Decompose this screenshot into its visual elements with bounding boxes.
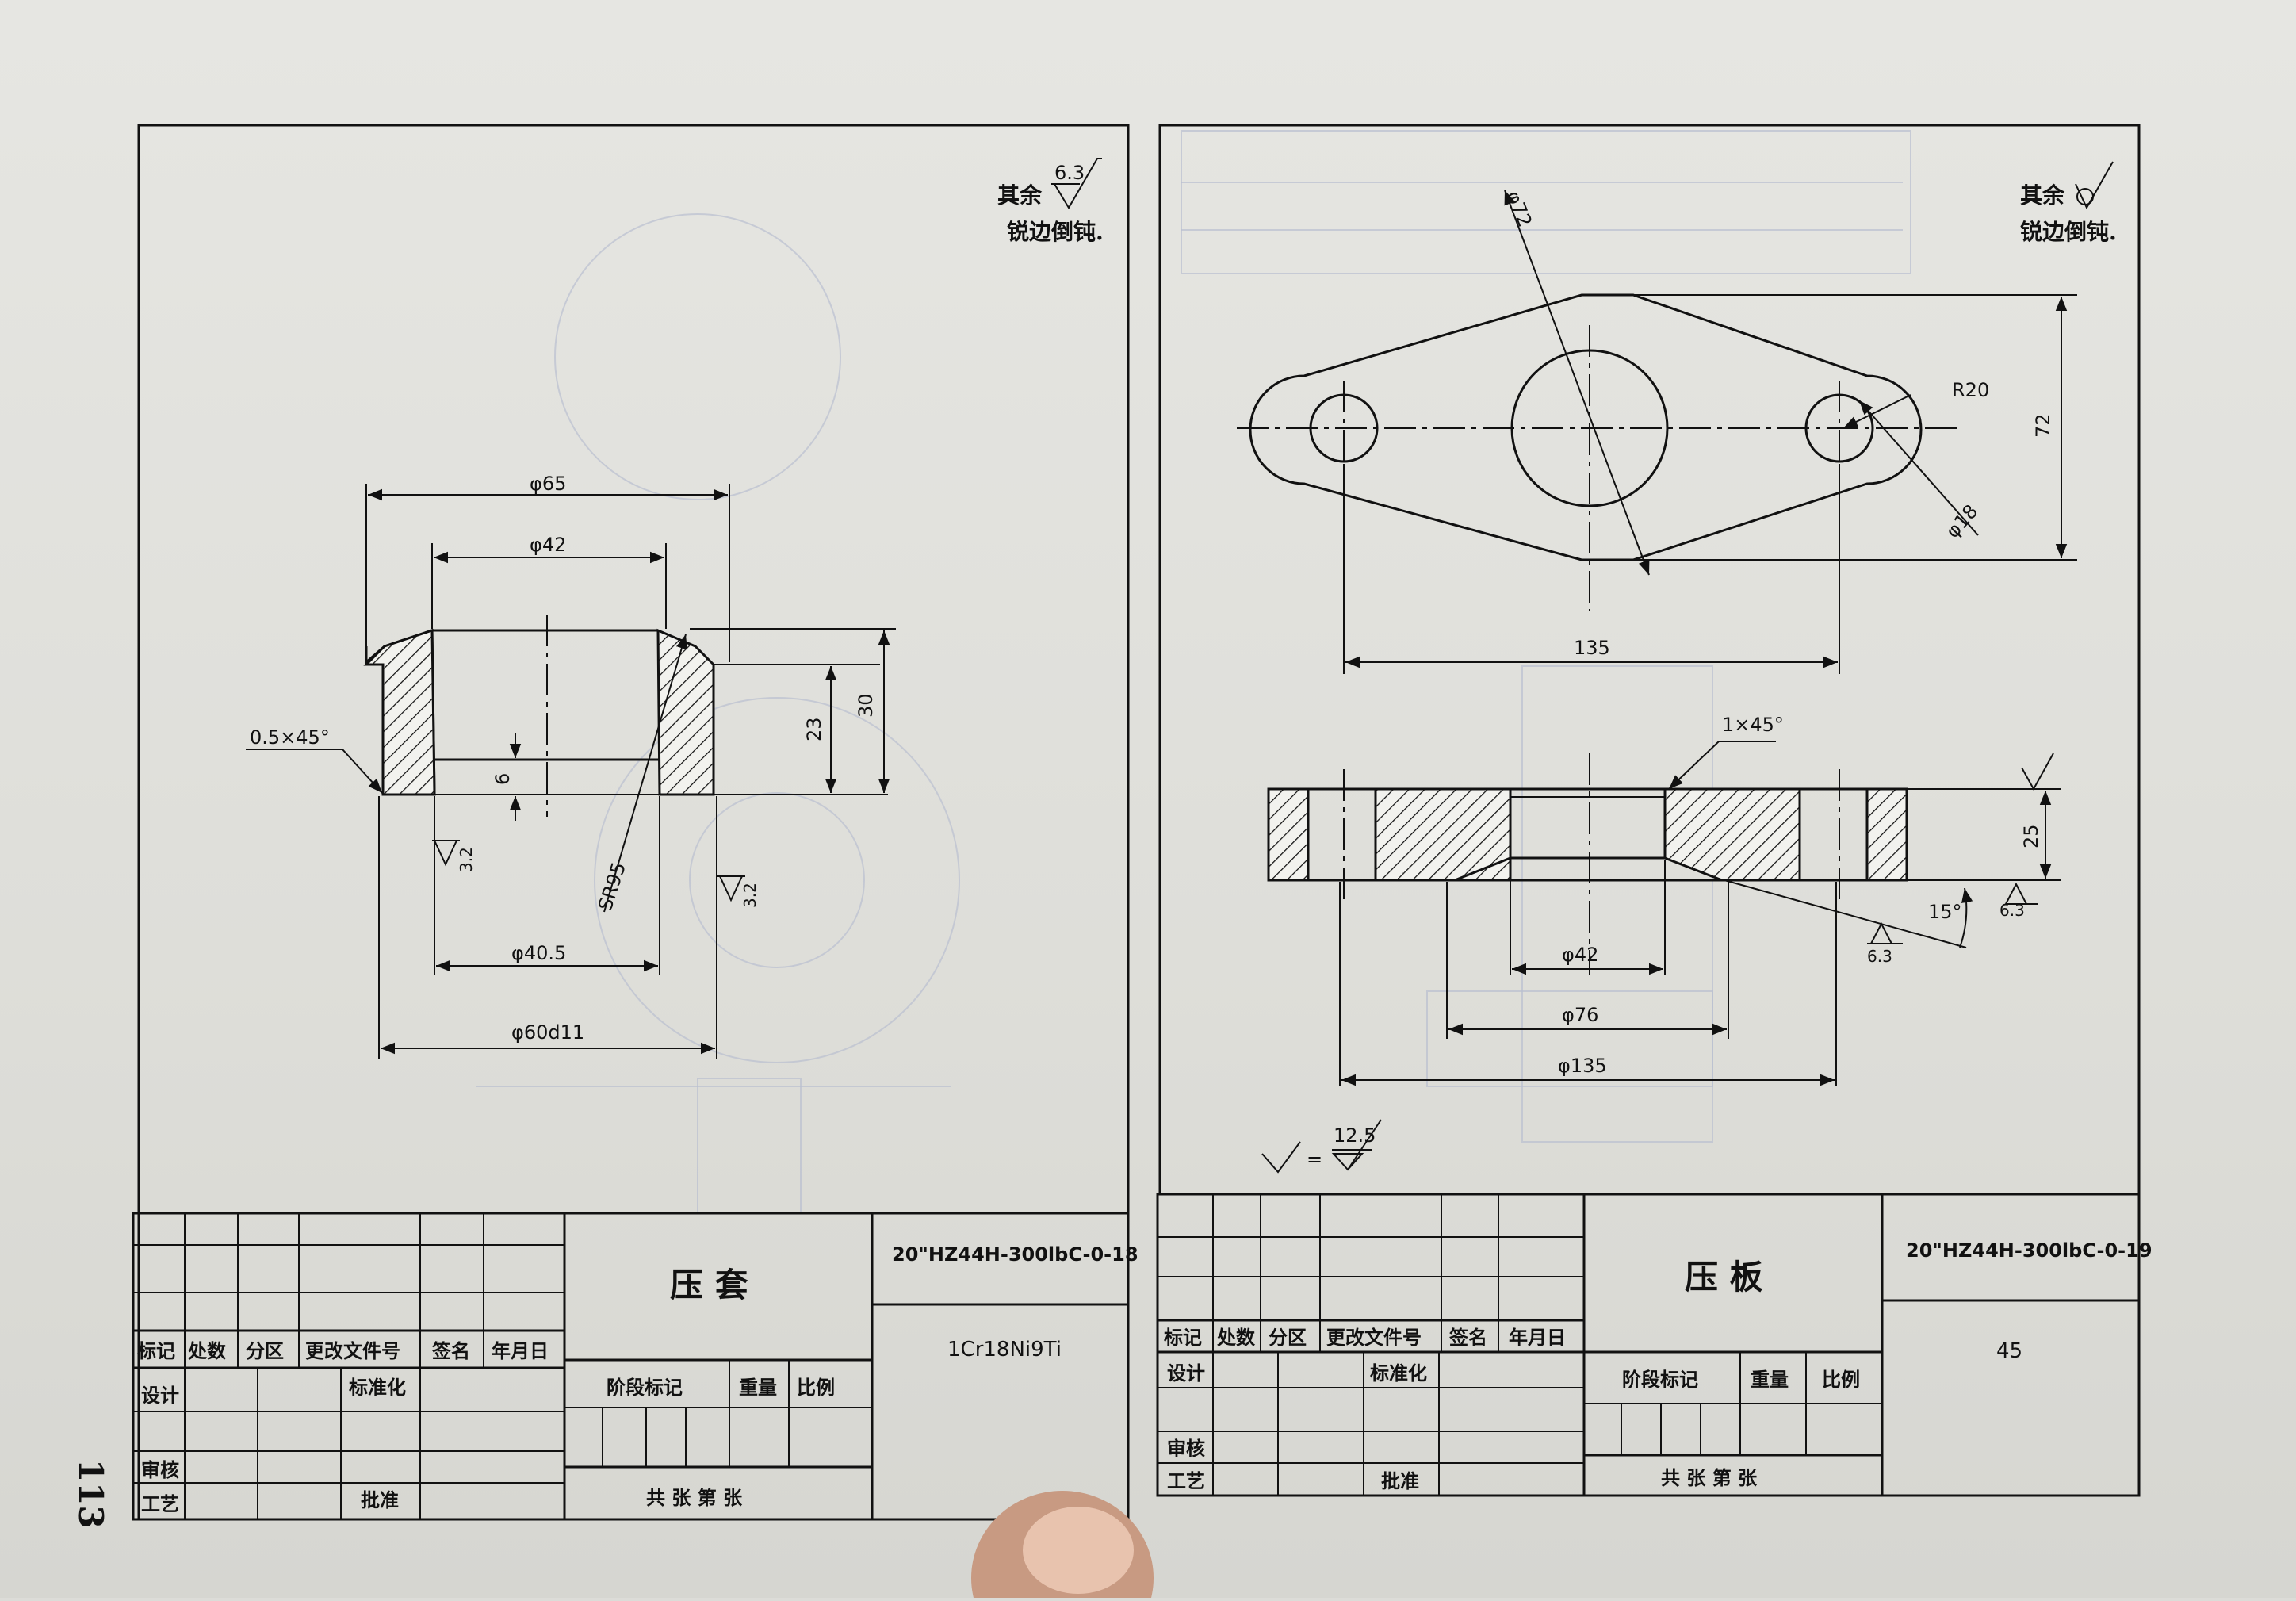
col-change-doc: 更改文件号 (305, 1339, 400, 1362)
weight-r: 重量 (1751, 1368, 1789, 1391)
note-chamfer-right: 锐边倒钝. (2020, 219, 2117, 245)
page-number: 113 (71, 1459, 110, 1529)
dim-chamfer-right: 1×45° (1722, 714, 1784, 736)
left-show-through (476, 213, 960, 1214)
weight: 重量 (739, 1376, 777, 1399)
row-check-r: 审核 (1167, 1437, 1205, 1460)
row-approve: 批准 (361, 1488, 399, 1511)
left-title-block: 压 套 20"HZ44H-300lbC-0-18 1Cr18Ni9Ti 标记 处… (132, 1212, 1138, 1521)
dim-d65: φ65 (530, 473, 566, 495)
scale: 比例 (797, 1376, 835, 1399)
thumb (971, 1491, 1154, 1601)
dim-chamfer-left: 0.5×45° (250, 726, 330, 749)
dim-sr95: SR95 (594, 860, 630, 913)
material-right: 45 (1996, 1339, 2022, 1363)
plate-top-view (1237, 293, 1958, 611)
left-sheet-border (137, 124, 1130, 1521)
ra-left: 3.2 (457, 847, 476, 872)
roughness-symbol-right (719, 875, 743, 902)
left-sheet: 其余 6.3 锐边倒钝. φ65 φ42 (71, 124, 1138, 1529)
col-mark: 标记 (137, 1339, 175, 1362)
row-process: 工艺 (141, 1492, 179, 1515)
dim-d60d11: φ60d11 (511, 1021, 584, 1044)
dim-d42: φ42 (530, 534, 566, 556)
bushing-right-wall (656, 628, 715, 796)
section-hatch-4 (1866, 787, 1908, 882)
sheets-r: 共 张 第 张 (1661, 1466, 1758, 1489)
plate-outline (1249, 293, 1923, 561)
roughness-equiv-left (1261, 1141, 1301, 1174)
section-hatch-3 (1663, 787, 1801, 882)
equiv-roughness-value: 12.5 (1334, 1124, 1376, 1147)
svg-text:=: = (1307, 1148, 1322, 1170)
dim-l135: 135 (1574, 637, 1610, 659)
right-title-block: 压 板 20"HZ44H-300lbC-0-19 45 标记 处数 分区 更改文… (1158, 1194, 2152, 1496)
dim-d135: φ135 (1558, 1055, 1607, 1077)
bushing-section (363, 615, 888, 817)
row-approve-r: 批准 (1381, 1469, 1419, 1492)
dim-r20: R20 (1952, 379, 1989, 401)
roughness-symbol-left (434, 840, 457, 867)
dim-h30: 30 (855, 693, 877, 718)
right-show-through (1181, 130, 1911, 1143)
section-dimensions: 1×45° 25 15° 6.3 6.3 φ42 φ76 (1261, 714, 2061, 1174)
dim-h25: 25 (2020, 824, 2042, 848)
dim-h6: 6 (492, 773, 514, 785)
roughness-symbol-top (2021, 753, 2054, 791)
stage-mark: 阶段标记 (607, 1376, 683, 1399)
col-sign: 签名 (431, 1339, 470, 1362)
left-roughness-note: 其余 6.3 锐边倒钝. (997, 158, 1104, 245)
dim-d76: φ76 (1562, 1004, 1598, 1026)
dim-d72: φ72 (1502, 188, 1536, 230)
col-date: 年月日 (492, 1339, 549, 1362)
note-chamfer: 锐边倒钝. (1007, 219, 1104, 245)
dim-h23: 23 (803, 717, 825, 741)
dim-d40-5: φ40.5 (511, 942, 566, 964)
scale-r: 比例 (1822, 1368, 1860, 1391)
stage-mark-r: 阶段标记 (1622, 1368, 1698, 1391)
material-left: 1Cr18Ni9Ti (947, 1338, 1062, 1362)
roughness-equiv-right (1331, 1119, 1382, 1171)
sheets: 共 张 第 张 (646, 1486, 743, 1509)
col-count-r: 处数 (1216, 1326, 1256, 1349)
drawing-no-right: 20"HZ44H-300lbC-0-19 (1906, 1239, 2152, 1262)
top-view-dimensions: φ72 R20 φ18 72 135 (1343, 188, 2077, 674)
row-check: 审核 (141, 1458, 179, 1481)
col-date-r: 年月日 (1509, 1326, 1566, 1349)
col-zone: 分区 (246, 1339, 284, 1362)
part-name-left: 压 套 (670, 1266, 748, 1304)
col-count: 处数 (187, 1339, 227, 1362)
row-design-r: 设计 (1167, 1362, 1205, 1385)
row-process-r: 工艺 (1167, 1469, 1205, 1492)
dim-angle-15: 15° (1928, 901, 1962, 923)
note-rest: 其余 (997, 182, 1043, 209)
plate-section-view (1267, 753, 1908, 975)
ra-right-a: 6.3 (1999, 901, 2025, 920)
dim-w72: 72 (2032, 413, 2054, 438)
roughness-value: 6.3 (1054, 162, 1085, 184)
part-name-right: 压 板 (1685, 1258, 1763, 1297)
ra-right-b: 6.3 (1867, 947, 1892, 966)
left-dimensions: φ65 φ42 φ40.5 φ60d11 30 23 6 0.5×45° (246, 473, 896, 1059)
drawing-no-left: 20"HZ44H-300lbC-0-18 (892, 1243, 1138, 1266)
note-rest-right: 其余 (2020, 182, 2065, 209)
row-standard-r: 标准化 (1370, 1362, 1427, 1385)
section-hatch-1 (1267, 787, 1310, 882)
row-design: 设计 (141, 1384, 179, 1407)
col-zone-r: 分区 (1269, 1326, 1307, 1349)
dim-d42-right: φ42 (1562, 944, 1598, 966)
row-standard: 标准化 (349, 1376, 406, 1399)
col-sign-r: 签名 (1448, 1326, 1487, 1349)
roughness-symbol (1054, 158, 1102, 209)
right-roughness-note: 其余 锐边倒钝. (2020, 161, 2117, 245)
dim-d18: φ18 (1942, 500, 1983, 542)
col-mark-r: 标记 (1164, 1326, 1202, 1349)
right-sheet: 其余 锐边倒钝. φ72 R20 φ18 72 (1156, 124, 2152, 1497)
right-sheet-border (1158, 124, 2141, 1196)
col-change-doc-r: 更改文件号 (1326, 1326, 1422, 1349)
ra-right: 3.2 (740, 883, 760, 908)
